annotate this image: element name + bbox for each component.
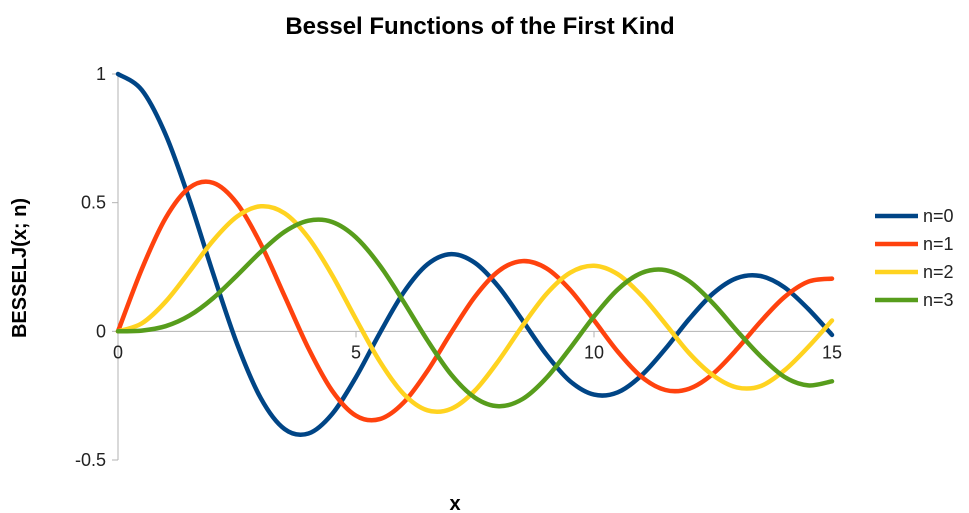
- axes: [112, 73, 833, 461]
- plot-area: [115, 71, 835, 438]
- legend-label: n=1: [923, 234, 954, 254]
- y-tick-label: -0.5: [75, 450, 106, 470]
- y-tick-label: 1: [96, 64, 106, 84]
- x-axis-label: x: [449, 493, 460, 513]
- legend-label: n=0: [923, 206, 954, 226]
- x-tick-label: 5: [351, 342, 361, 362]
- chart-title: Bessel Functions of the First Kind: [285, 13, 674, 40]
- series-line-n-2: [115, 203, 835, 415]
- legend-label: n=3: [923, 290, 954, 310]
- legend-label: n=2: [923, 262, 954, 282]
- y-tick-label: 0: [96, 321, 106, 341]
- y-axis-label: BESSELJ(x; n): [9, 198, 31, 338]
- x-tick-label: 0: [113, 342, 123, 362]
- series-line-n-0: [115, 71, 835, 438]
- x-tick-label: 15: [822, 342, 842, 362]
- series-line-n-3: [115, 217, 835, 409]
- y-tick-label: 0.5: [81, 193, 106, 213]
- legend: n=0 n=1 n=2 n=3: [875, 206, 954, 310]
- x-tick-label: 10: [584, 342, 604, 362]
